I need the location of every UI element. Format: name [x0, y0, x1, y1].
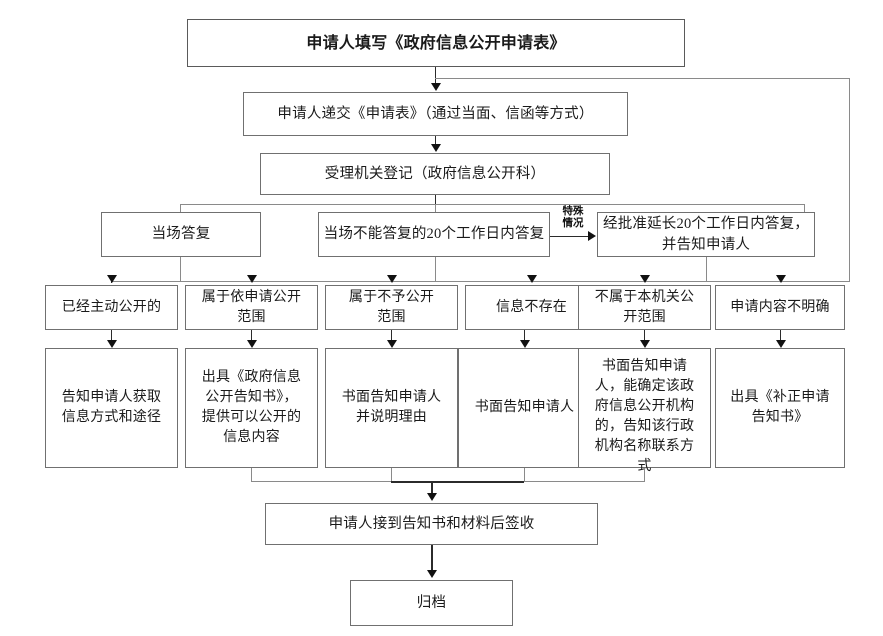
connector-cat4-to-act4	[524, 330, 525, 341]
connector-act5-down	[644, 468, 645, 481]
connector-start-to-submit	[435, 67, 436, 84]
action-box-supplement-notice[interactable]: 出具《补正申请 告知书》	[715, 348, 845, 468]
connector-within20-down	[435, 257, 436, 281]
connector-merge-rail-center	[391, 481, 524, 483]
node-archive[interactable]: 归档	[350, 580, 513, 626]
connector-register-down	[435, 195, 436, 204]
action-box-refer-agency[interactable]: 书面告知申请 人，能确定该政 府信息公开机构 的，告知该行政 机构名称联系方 式	[578, 348, 711, 474]
connector-act2-down	[251, 468, 252, 481]
arrow-category-to-action-5	[640, 340, 650, 348]
category-box-not-public[interactable]: 属于不予公开 范围	[325, 285, 458, 330]
connector-rail-to-extend20	[804, 204, 805, 212]
connector-register-split-rail	[180, 204, 805, 205]
connector-cat5-to-act5	[644, 330, 645, 341]
connector-cat3-to-act3	[391, 330, 392, 341]
connector-category-rail	[111, 281, 850, 282]
connector-merge-rail-left	[251, 481, 391, 482]
action-box-written-notice[interactable]: 书面告知申请人	[458, 348, 591, 468]
arrow-to-category-by-application	[247, 275, 257, 283]
arrow-to-category-not-exist	[527, 275, 537, 283]
category-box-already-public[interactable]: 已经主动公开的	[45, 285, 178, 330]
action-box-written-with-reason[interactable]: 书面告知申请人 并说明理由	[325, 348, 458, 468]
arrow-start-to-submit	[431, 83, 441, 91]
action-box-inform-access[interactable]: 告知申请人获取 信息方式和途径	[45, 348, 178, 468]
connector-onsite-down	[180, 257, 181, 281]
connector-act4-down	[524, 468, 525, 481]
node-onsite-reply[interactable]: 当场答复	[101, 212, 261, 257]
connector-receive-to-archive	[431, 545, 433, 571]
connector-extend20-down	[706, 257, 707, 281]
arrow-category-to-action-1	[107, 340, 117, 348]
connector-rail-to-onsite	[180, 204, 181, 212]
connector-top-rail-right	[435, 78, 850, 79]
connector-merge-rail-right	[524, 481, 645, 482]
category-box-other-agency[interactable]: 不属于本机关公 开范围	[578, 285, 711, 330]
arrow-category-to-action-6	[776, 340, 786, 348]
arrow-merge-to-receive	[427, 493, 437, 501]
node-receive-signoff[interactable]: 申请人接到告知书和材料后签收	[265, 503, 598, 545]
edge-label-special-case: 特殊 情况	[562, 205, 584, 229]
arrow-category-to-action-4	[520, 340, 530, 348]
connector-right-spine	[849, 78, 850, 281]
node-within-20-days[interactable]: 当场不能答复的20个工作日内答复	[318, 212, 550, 257]
arrow-submit-to-register	[431, 144, 441, 152]
category-box-unclear-request[interactable]: 申请内容不明确	[715, 285, 845, 330]
arrow-category-to-action-2	[247, 340, 257, 348]
arrow-to-category-other-agency	[640, 275, 650, 283]
node-extend-20-days[interactable]: 经批准延长20个工作日内答复，并告知申请人	[597, 212, 815, 257]
connector-act3-down	[391, 468, 392, 481]
connector-cat6-to-act6	[780, 330, 781, 341]
connector-cat1-to-act1	[111, 330, 112, 341]
connector-rail-to-within20	[435, 204, 436, 212]
arrow-category-to-action-3	[387, 340, 397, 348]
connector-merge-to-receive	[431, 481, 433, 494]
node-register[interactable]: 受理机关登记（政府信息公开科）	[260, 153, 610, 195]
connector-submit-to-register	[435, 136, 436, 145]
connector-cat2-to-act2	[251, 330, 252, 341]
action-box-issue-notice[interactable]: 出具《政府信息 公开告知书》， 提供可以公开的 信息内容	[185, 348, 318, 468]
arrow-within20-to-extend20	[588, 231, 596, 241]
arrow-receive-to-archive	[427, 570, 437, 578]
node-submit[interactable]: 申请人递交《申请表》（通过当面、信函等方式）	[243, 92, 628, 136]
connector-within20-to-extend20	[550, 236, 589, 237]
arrow-to-category-not-public	[387, 275, 397, 283]
node-start[interactable]: 申请人填写《政府信息公开申请表》	[187, 19, 685, 67]
arrow-to-category-already-public	[107, 275, 117, 283]
arrow-to-category-unclear-request	[776, 275, 786, 283]
category-box-not-exist[interactable]: 信息不存在	[465, 285, 598, 330]
category-box-by-application[interactable]: 属于依申请公开 范围	[185, 285, 318, 330]
